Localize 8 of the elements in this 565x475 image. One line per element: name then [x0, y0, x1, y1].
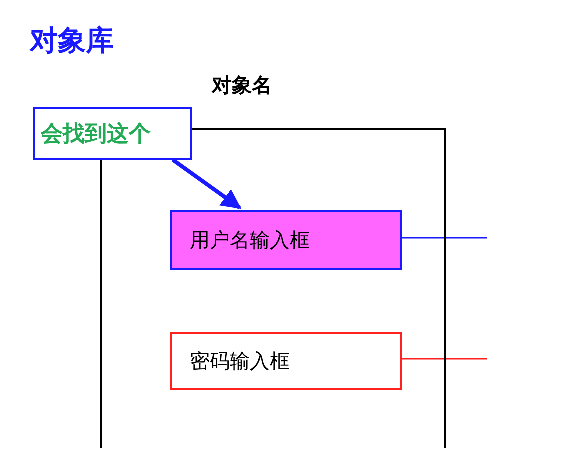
callout-box: 会找到这个: [33, 107, 192, 160]
input-field-box: 用户名输入框: [170, 210, 402, 270]
connector-line: [400, 358, 487, 360]
input-field-box: 密码输入框: [170, 332, 402, 390]
connector-line: [400, 237, 487, 239]
frame-heading: 对象名: [212, 72, 272, 99]
title: 对象库: [30, 23, 114, 59]
arrow: [172, 158, 242, 210]
